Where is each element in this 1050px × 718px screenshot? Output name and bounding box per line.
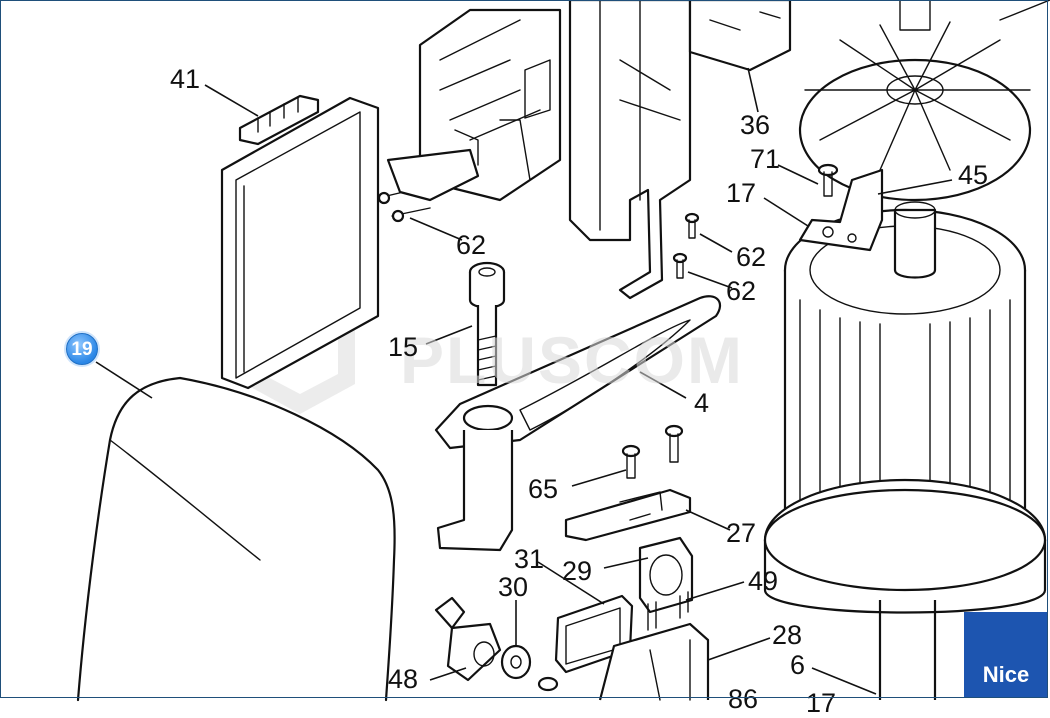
plate-part-27[interactable] [564, 488, 692, 542]
control-board-part-41[interactable] [220, 94, 380, 390]
part-label-4[interactable]: 4 [694, 388, 710, 418]
brand-name: Nice [982, 662, 1030, 687]
part-label-71[interactable]: 71 [750, 144, 781, 174]
part-label-31[interactable]: 31 [514, 544, 545, 574]
mounting-bracket[interactable] [568, 0, 692, 300]
part-label-36[interactable]: 36 [740, 110, 771, 140]
part-label-29[interactable]: 29 [562, 556, 593, 586]
part-label-62-right[interactable]: 62 [726, 276, 757, 306]
parts-drawing [76, 0, 1050, 702]
cooling-fan[interactable] [798, 0, 1050, 202]
part-label-17-upper[interactable]: 17 [726, 178, 757, 208]
part-label-45[interactable]: 45 [958, 160, 989, 190]
part-label-6[interactable]: 6 [790, 650, 806, 680]
arm-part-4[interactable] [434, 295, 722, 552]
part-label-30[interactable]: 30 [498, 572, 529, 602]
lock-part-48[interactable] [434, 596, 559, 692]
highlighted-part-badge-19[interactable]: 19 [66, 333, 98, 365]
screw-part-71[interactable] [817, 163, 839, 197]
part-label-62-mid[interactable]: 62 [736, 242, 767, 272]
part-label-86[interactable]: 86 [728, 684, 759, 714]
bracket-part-45[interactable] [798, 168, 884, 252]
cover-part-19[interactable] [76, 376, 396, 702]
part-label-28[interactable]: 28 [772, 620, 803, 650]
screws-part-62[interactable] [377, 148, 700, 279]
part-label-41[interactable]: 41 [170, 64, 201, 94]
cover-crease [109, 439, 261, 561]
screws-part-65[interactable] [621, 424, 684, 479]
switch-part-29[interactable] [638, 536, 694, 631]
box-part-36[interactable] [688, 0, 792, 72]
watermark-text: PLUSCOM [400, 323, 744, 397]
part-label-65[interactable]: 65 [528, 474, 559, 504]
brand-logo: Nice [964, 612, 1048, 698]
part-label-48[interactable]: 48 [388, 664, 419, 694]
bolt-part-15[interactable] [468, 261, 506, 387]
part-label-27[interactable]: 27 [726, 518, 757, 548]
leader-lines [95, 67, 953, 695]
part-label-62-left[interactable]: 62 [456, 230, 487, 260]
part-label-49[interactable]: 49 [748, 566, 779, 596]
washer-part-30[interactable] [500, 644, 532, 680]
part-label-15[interactable]: 15 [388, 332, 419, 362]
part-label-17-lower[interactable]: 17 [806, 688, 837, 718]
